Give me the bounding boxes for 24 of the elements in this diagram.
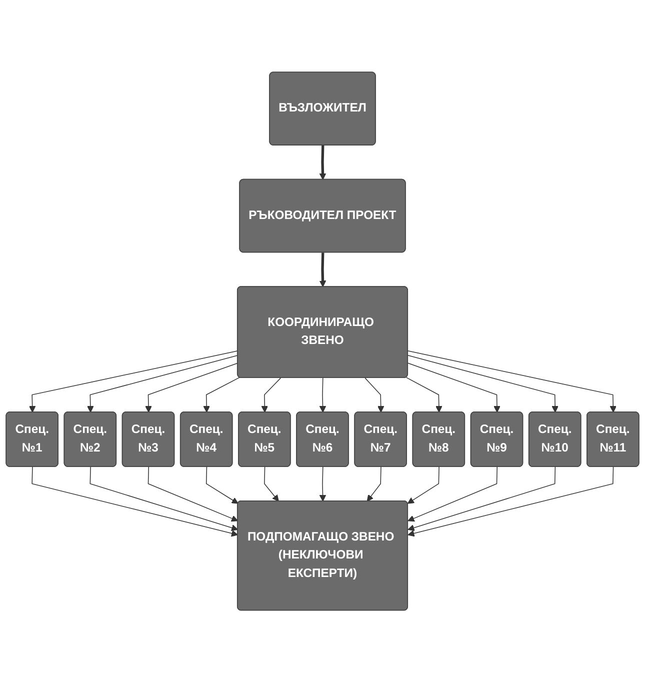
arrow: [408, 354, 558, 412]
arrow: [408, 466, 614, 536]
arrow: [319, 378, 326, 412]
arrow: [264, 466, 279, 502]
arrow: [364, 378, 384, 412]
arrow: [145, 362, 238, 412]
arrow: [29, 350, 238, 412]
arrow: [319, 466, 326, 502]
arrow: [408, 350, 616, 412]
arrow: [406, 376, 442, 412]
arrow: [87, 354, 238, 412]
arrow: [261, 378, 282, 412]
arrow: [407, 466, 440, 504]
arrow: [319, 145, 326, 180]
arrow: [366, 466, 382, 502]
arrow: [90, 466, 238, 531]
arrow: [408, 466, 498, 522]
arrow: [319, 252, 326, 287]
arrow: [408, 466, 556, 531]
arrow: [206, 466, 238, 504]
arrow: [203, 376, 240, 412]
arrow: [408, 362, 500, 412]
arrow: [148, 466, 238, 522]
arrow: [32, 466, 238, 536]
